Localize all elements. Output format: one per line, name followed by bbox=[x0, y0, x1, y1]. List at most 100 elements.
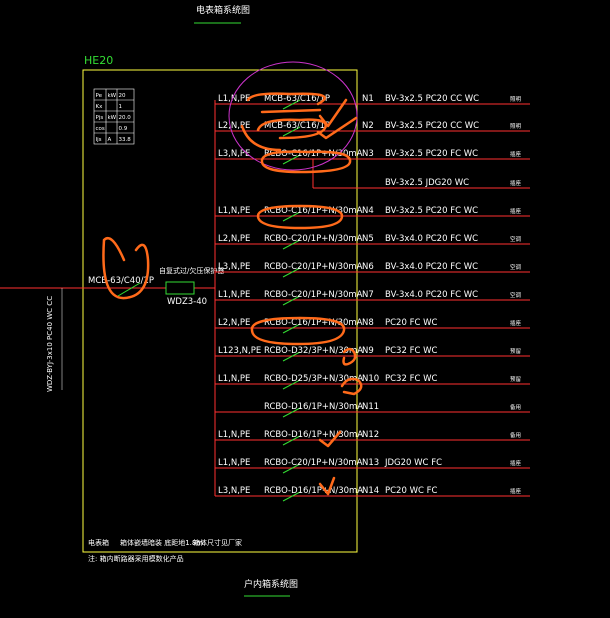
annotation-stroke-2 bbox=[240, 118, 327, 152]
circuit-id: N3 bbox=[362, 149, 374, 159]
parameter-cell: 20.0 bbox=[119, 115, 132, 121]
circuit-load: 插座 bbox=[510, 319, 522, 327]
circuit-phase: L2,N,PE bbox=[218, 121, 250, 131]
breaker-contact bbox=[282, 491, 301, 502]
parameter-cell: Kx bbox=[96, 104, 104, 110]
circuit-cable: BV-3x2.5 PC20 CC WC bbox=[385, 121, 479, 131]
circuit-phase: L2,N,PE bbox=[218, 318, 250, 328]
circuit-phase: L1,N,PE bbox=[218, 290, 250, 300]
circuit-phase: L3,N,PE bbox=[218, 262, 250, 272]
circuit-phase: L2,N,PE bbox=[218, 234, 250, 244]
parameter-cell: Pe bbox=[96, 93, 103, 99]
parameter-cell: Ijs bbox=[96, 137, 102, 143]
annotation-mark-n14 bbox=[318, 476, 336, 496]
circuit-cable: BV-3x2.5 PC20 CC WC bbox=[385, 94, 479, 104]
circuit-breaker: RCBO-C16/1P+N/30mA bbox=[264, 318, 363, 328]
breaker-contact bbox=[282, 435, 301, 446]
circuit-load: 空调 bbox=[510, 263, 522, 271]
circuit-breaker: MCB-63/C16/1P bbox=[264, 94, 330, 104]
circuit-cable: BV-3x2.5 PC20 FC WC bbox=[385, 149, 478, 159]
surge-protector-symbol bbox=[165, 281, 195, 295]
circuit-breaker: RCBO-C20/1P+N/30mA bbox=[264, 234, 363, 244]
circuit-cable: PC20 WC FC bbox=[385, 486, 438, 496]
parameter-cell: cos bbox=[96, 126, 105, 132]
circuit-cable: BV-3x2.5 PC20 FC WC bbox=[385, 206, 478, 216]
circuit-phase: L1,N,PE bbox=[218, 206, 250, 216]
circuit-cable: BV-3x4.0 PC20 FC WC bbox=[385, 234, 478, 244]
circuit-breaker: RCBO-D16/1P+N/30mA bbox=[264, 430, 363, 440]
circuit-phase: L1,N,PE bbox=[218, 374, 250, 384]
bottom-title: 户内箱系统图 bbox=[244, 578, 298, 590]
circuit-breaker: MCB-63/C16/1P bbox=[264, 121, 330, 131]
circuit-id: N5 bbox=[362, 234, 374, 244]
footer-note-4: 注: 箱内断路器采用模数化产品 bbox=[88, 554, 184, 563]
circuit-id: N1 bbox=[362, 94, 374, 104]
circuit-id: N13 bbox=[362, 458, 379, 468]
circuit-id: N6 bbox=[362, 262, 374, 272]
circuit-row: L2,N,PE MCB-63/C16/1P N2 BV-3x2.5 PC20 CC W… bbox=[215, 121, 530, 137]
parameter-cell: kW bbox=[108, 93, 117, 99]
distribution-box bbox=[82, 69, 358, 553]
circuit-load: 预留 bbox=[510, 347, 522, 355]
footer-note-2: 箱体嵌墙暗装 底距地1.8m bbox=[120, 538, 203, 547]
annotation-circle-n8 bbox=[250, 316, 346, 346]
circuit-load: 备用 bbox=[510, 403, 521, 411]
circuit-cable: PC20 FC WC bbox=[385, 318, 438, 328]
breaker-contact bbox=[282, 267, 301, 278]
parameter-cell: 20 bbox=[119, 93, 126, 99]
circuit-phase: L3,N,PE bbox=[218, 149, 250, 159]
breaker-contact bbox=[282, 211, 301, 222]
circuit-load: 空调 bbox=[510, 291, 522, 299]
circuit-id: N9 bbox=[362, 346, 374, 356]
circuit-cable: PC32 FC WC bbox=[385, 374, 438, 384]
circuit-id: N11 bbox=[362, 402, 379, 412]
circuit-breaker: RCBO-C16/1P+N/30mA bbox=[264, 149, 363, 159]
circuit-load: 照明 bbox=[510, 96, 522, 103]
circuit-cable: JDG20 WC FC bbox=[384, 458, 442, 468]
parameter-cell: Pjs bbox=[96, 115, 104, 121]
circuit-breaker: RCBO-C20/1P+N/30mA bbox=[264, 458, 363, 468]
annotation-mark-n10 bbox=[340, 377, 363, 396]
breaker-contact bbox=[282, 154, 301, 165]
circuit-load: 插座 bbox=[510, 207, 522, 215]
circuit-breaker: RCBO-C16/1P+N/30mA bbox=[264, 206, 363, 216]
circuit-load: 插座 bbox=[510, 487, 522, 495]
main-breaker-label: MCB-63/C40/2P bbox=[88, 276, 154, 286]
annotation-circle-n3 bbox=[260, 150, 352, 174]
breaker-contact bbox=[282, 126, 301, 137]
circuit-breaker: RCBO-D16/1P+N/30mA bbox=[264, 402, 363, 412]
breaker-contact bbox=[282, 99, 301, 110]
circuit-breaker: RCBO-D32/3P+N/30mA bbox=[264, 346, 363, 356]
breaker-contact bbox=[282, 295, 301, 306]
parameter-cell: 1 bbox=[119, 104, 123, 110]
circuit-load: 空调 bbox=[510, 235, 522, 243]
parameter-cell: 33.8 bbox=[119, 137, 132, 143]
circuit-load: 备用 bbox=[510, 431, 521, 439]
main-breaker-contact bbox=[117, 282, 141, 297]
parameter-table-frame bbox=[93, 88, 135, 145]
footer-note-1: 电表箱 bbox=[88, 538, 109, 547]
circuit-load: 照明 bbox=[510, 123, 522, 130]
annotation-mark-n9 bbox=[342, 347, 357, 366]
circuit-id: N2 bbox=[362, 121, 374, 131]
annotation-circle-main bbox=[102, 237, 150, 300]
annotation-circle-1 bbox=[228, 61, 358, 171]
parameter-cell: A bbox=[108, 137, 112, 143]
surge-protector-label: 自复式过/欠压保护器 bbox=[159, 266, 224, 275]
circuit-load: 预留 bbox=[510, 375, 522, 383]
annotation-stroke-1 bbox=[246, 92, 326, 114]
circuit-breaker: RCBO-D25/3P+N/30mA bbox=[264, 374, 363, 384]
